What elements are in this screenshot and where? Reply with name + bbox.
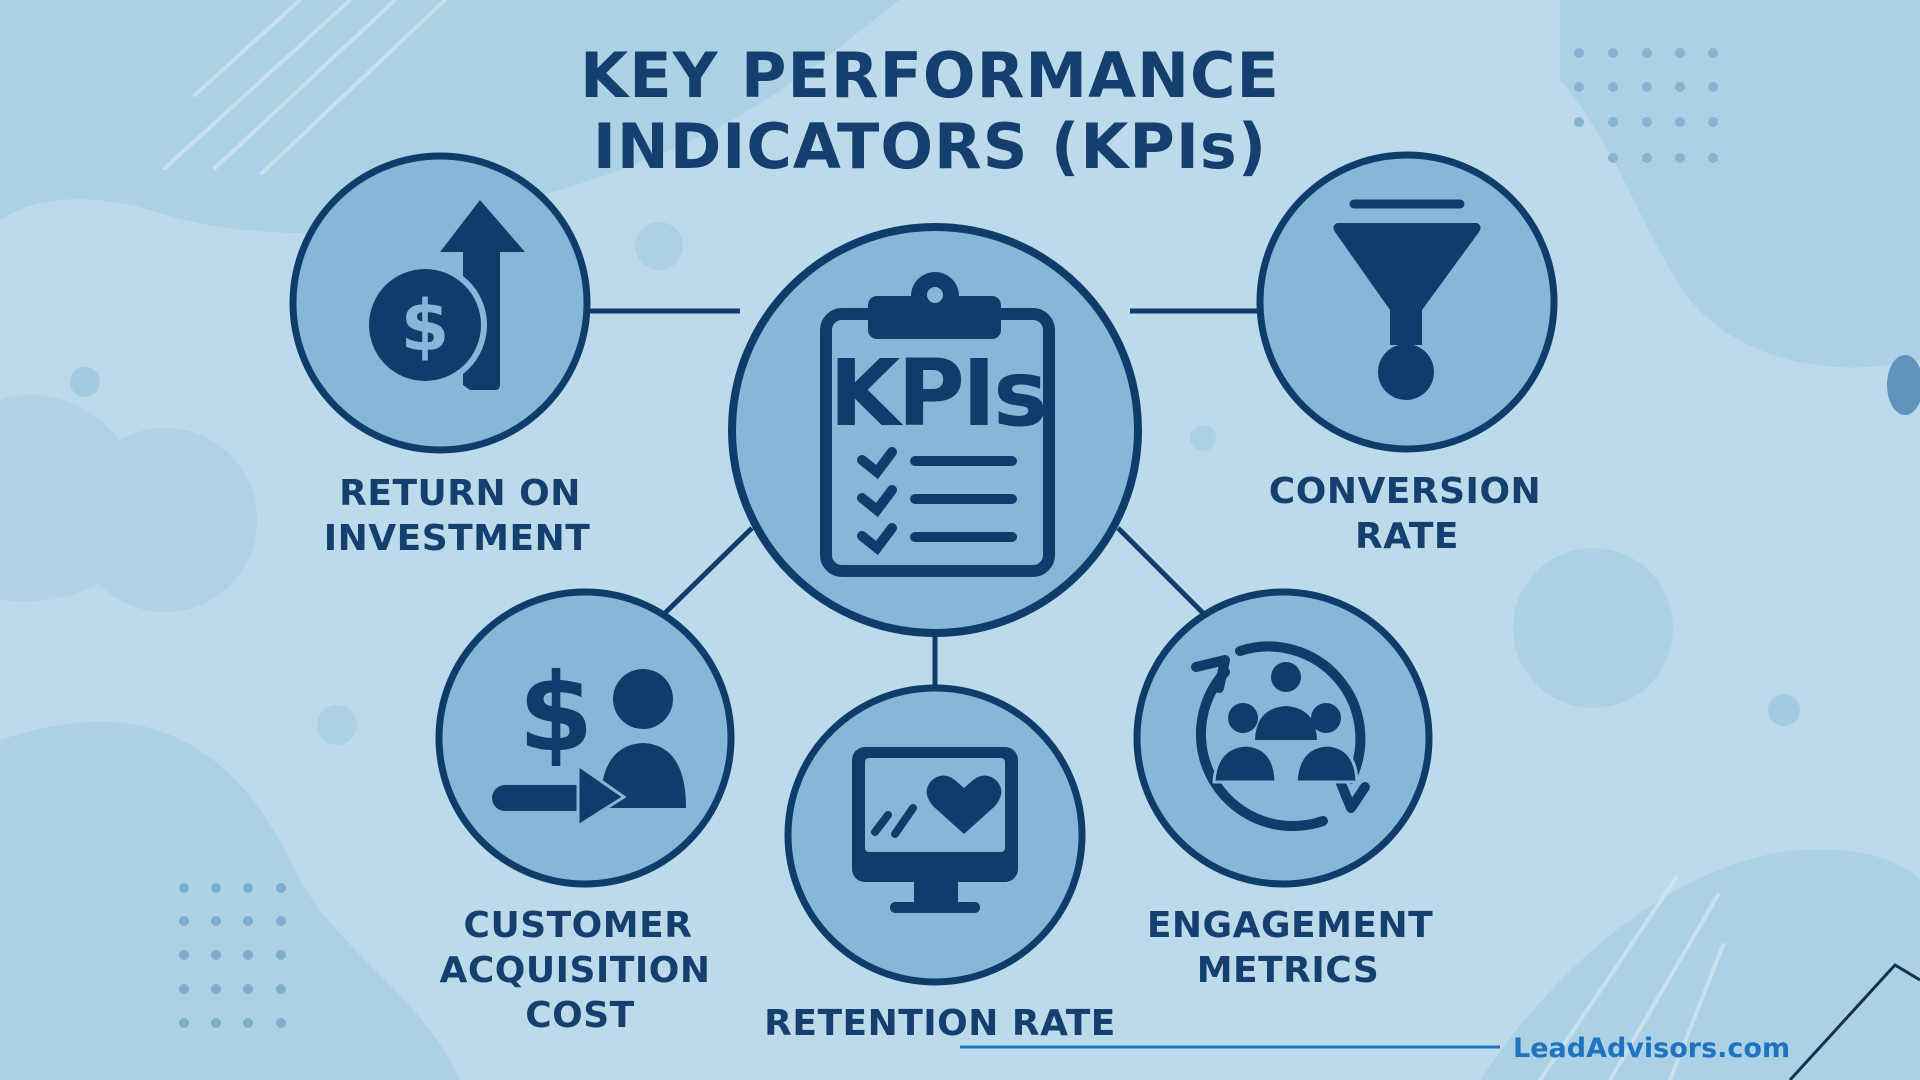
connectors [586, 308, 1261, 688]
cac-label-line-2: ACQUISITION [439, 950, 710, 991]
monitor-heart-icon [852, 747, 1018, 913]
kpi-node-retention[interactable]: RETENTION RATE [764, 684, 1116, 1044]
kpi-node-engagement[interactable]: ENGAGEMENT METRICS [1133, 588, 1433, 991]
roi-label-line-2: INVESTMENT [324, 518, 591, 559]
retention-label: RETENTION RATE [764, 1003, 1116, 1044]
kpi-center-node[interactable]: KPIs [728, 223, 1142, 637]
brand-link[interactable]: LeadAdvisors.com [1513, 1033, 1790, 1064]
connector-engagement [1116, 526, 1206, 616]
group-cycle-icon [1191, 641, 1370, 832]
svg-text:$: $ [518, 651, 593, 776]
engagement-label-line-1: ENGAGEMENT [1147, 905, 1433, 946]
dollar-coin-up-arrow-icon: $ [363, 200, 525, 390]
svg-text:$: $ [401, 285, 450, 367]
kpi-node-cac[interactable]: $ CUSTOMER ACQUISITION COST [435, 588, 735, 1036]
dot-grid-top-right [1574, 48, 1718, 163]
center-kpis-text: KPIs [829, 340, 1045, 447]
conversion-label-line-2: RATE [1355, 516, 1459, 557]
roi-label-line-1: RETURN ON [339, 473, 581, 514]
engagement-label-line-2: METRICS [1197, 950, 1380, 991]
dollar-person-arrow-icon: $ [492, 651, 686, 829]
cac-label-line-1: CUSTOMER [464, 905, 693, 946]
title-line-2: INDICATORS (KPIs) [593, 110, 1267, 183]
cac-label-line-3: COST [525, 995, 635, 1036]
funnel-icon [1333, 199, 1481, 400]
connector-cac [662, 526, 754, 616]
trend-line-decoration [1788, 963, 1920, 1080]
kpi-node-conversion[interactable]: CONVERSION RATE [1256, 151, 1558, 557]
dot-grid-bottom-left [179, 883, 286, 1028]
clipboard-checklist-icon [820, 272, 1055, 577]
title-line-1: KEY PERFORMANCE [580, 39, 1280, 112]
conversion-label-line-1: CONVERSION [1269, 471, 1541, 512]
kpi-node-roi[interactable]: $ RETURN ON INVESTMENT [289, 152, 591, 559]
